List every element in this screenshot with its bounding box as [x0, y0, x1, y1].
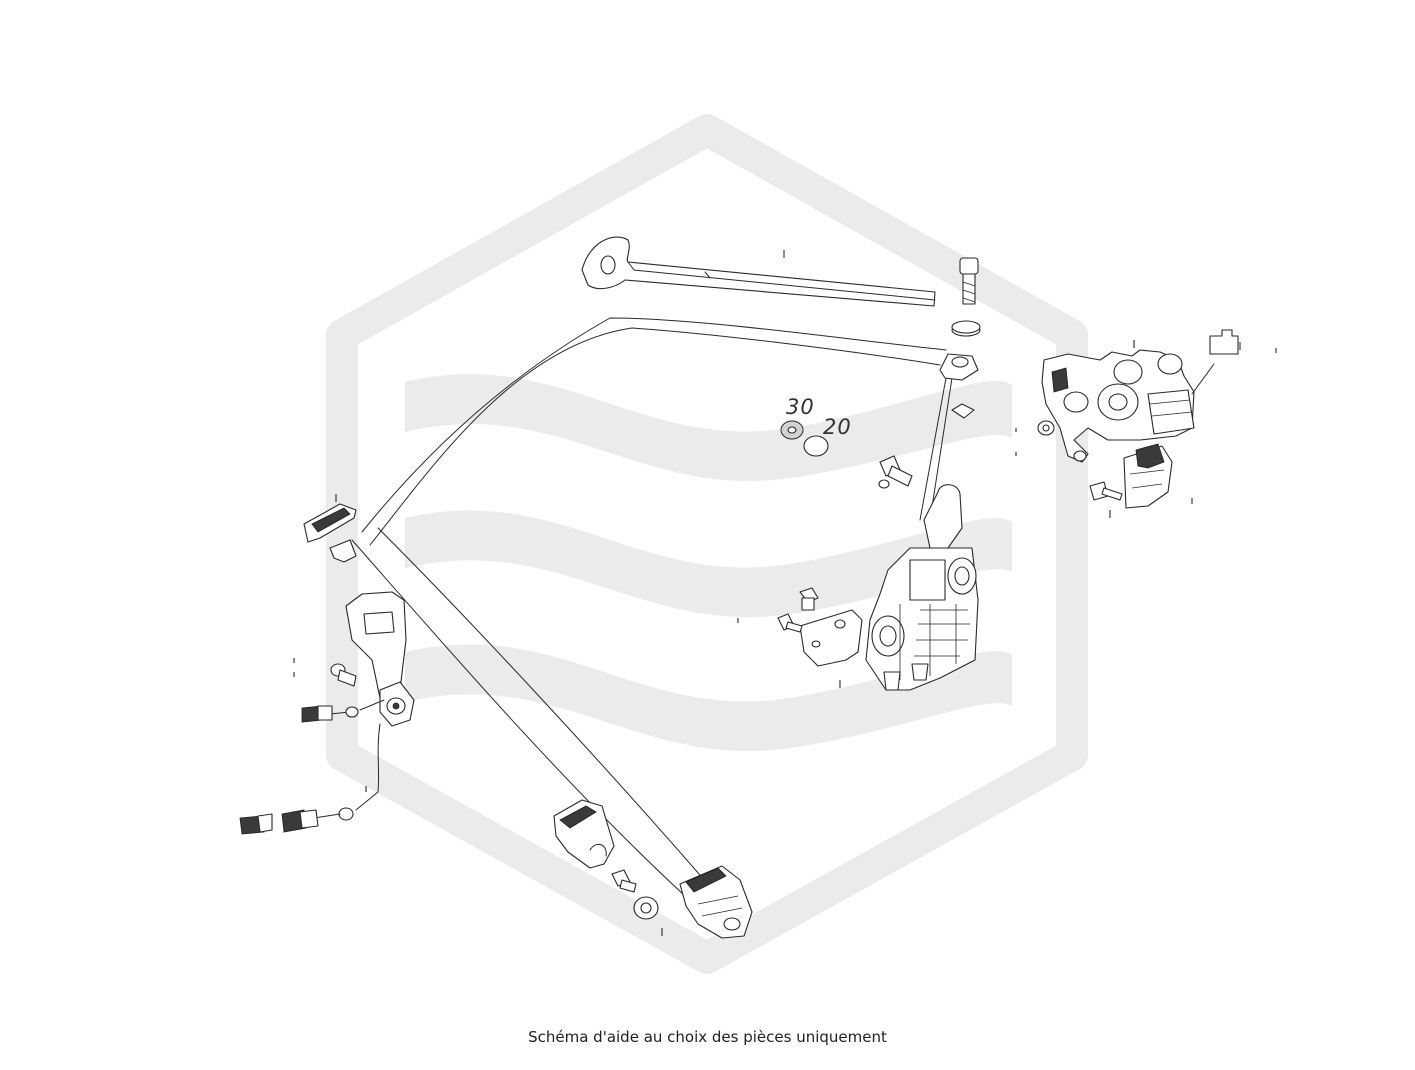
- belt-guide-clip: [303, 503, 357, 563]
- retractor-assembly: [865, 484, 979, 691]
- buckle-bolt: [330, 663, 357, 687]
- seat-belt-buckle: [345, 591, 415, 727]
- index-tick-marks: [293, 250, 1277, 936]
- buckle-wiring-harness: [239, 699, 385, 835]
- diagram-caption: Schéma d'aide au choix des pièces unique…: [528, 1028, 887, 1046]
- callout-30: 30: [786, 395, 815, 419]
- electrical-connector-right: [1209, 329, 1239, 355]
- anchor-bolt: [951, 257, 981, 337]
- part-20-cap: [803, 435, 829, 457]
- seat-adjuster-motor: [1037, 349, 1215, 463]
- lower-anchor-cover: [553, 799, 659, 920]
- webbing-anchor-bolt: [878, 455, 913, 489]
- adjuster-bracket: [1089, 443, 1173, 509]
- height-adjuster-rail: [581, 236, 936, 307]
- pillar-loop-guide: [939, 353, 979, 419]
- part-30-grommet: [780, 420, 804, 440]
- watermark-logo: [326, 114, 1088, 974]
- callout-20: 20: [823, 415, 852, 439]
- lower-belt-anchor: [679, 865, 753, 939]
- retractor-mounting-plate: [777, 587, 863, 667]
- seat-belt-webbing: [351, 317, 953, 896]
